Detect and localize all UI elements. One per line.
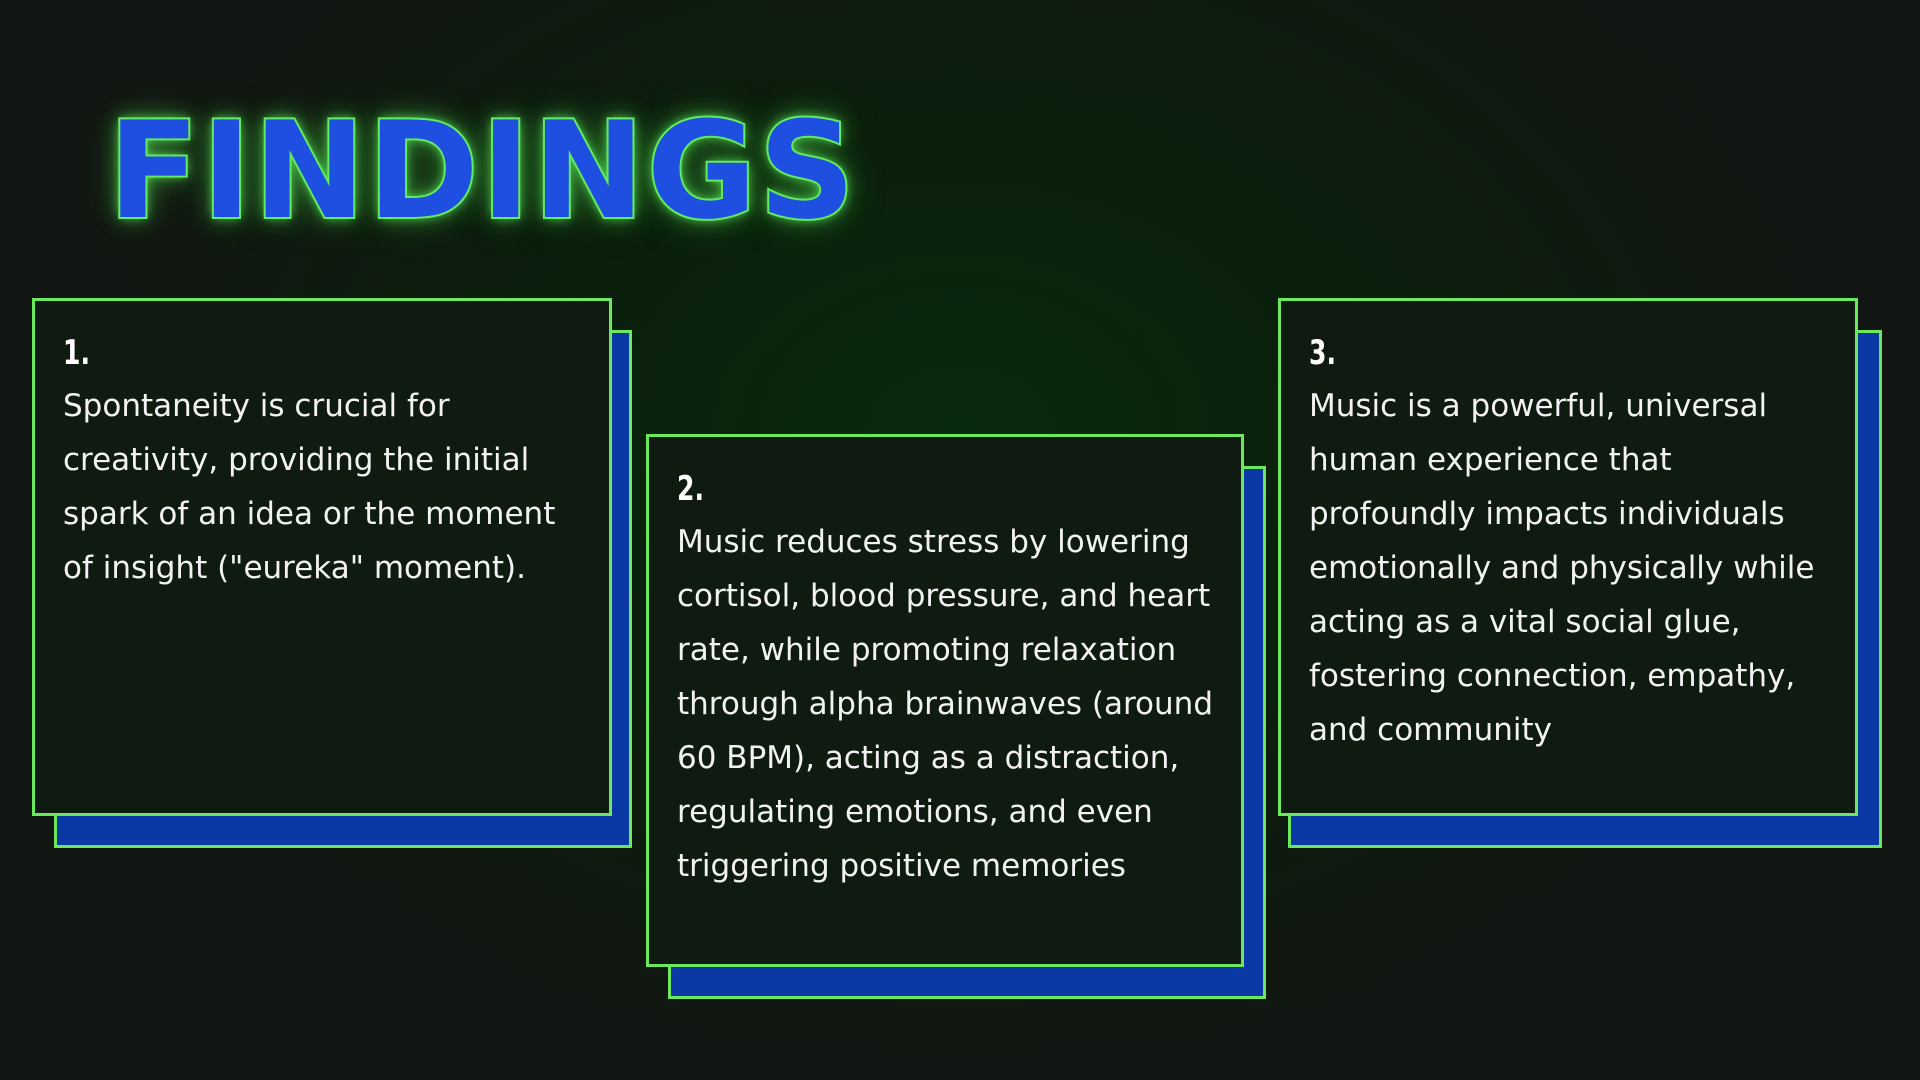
card-number-1: 1. <box>63 333 90 373</box>
card-text-3: Music is a powerful, universal human exp… <box>1309 388 1815 748</box>
card-number-2: 2. <box>677 469 704 509</box>
card-text-2: Music reduces stress by lowering cortiso… <box>677 524 1213 884</box>
finding-card-2: 2. Music reduces stress by lowering cort… <box>646 434 1266 999</box>
card-body-1: 1. Spontaneity is crucial for creativity… <box>32 298 612 816</box>
finding-card-1: 1. Spontaneity is crucial for creativity… <box>32 298 632 848</box>
card-text-1: Spontaneity is crucial for creativity, p… <box>63 388 556 586</box>
card-body-2: 2. Music reduces stress by lowering cort… <box>646 434 1244 967</box>
finding-card-3: 3. Music is a powerful, universal human … <box>1278 298 1882 848</box>
slide-title: FINDINGS <box>106 93 858 249</box>
card-body-3: 3. Music is a powerful, universal human … <box>1278 298 1858 816</box>
card-number-3: 3. <box>1309 333 1336 373</box>
